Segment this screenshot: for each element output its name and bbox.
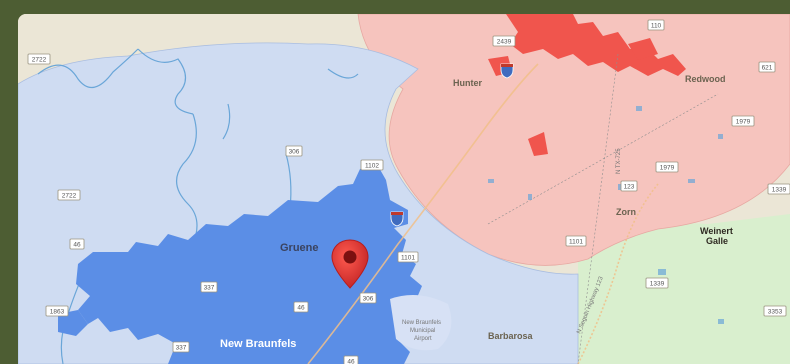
county-lines xyxy=(487,53,719,364)
svg-text:621: 621 xyxy=(762,65,773,72)
road-1101-a: 1101 xyxy=(397,251,419,263)
road-1979-a: 1979 xyxy=(731,115,755,127)
svg-text:110: 110 xyxy=(651,23,662,30)
road-306: 306 xyxy=(285,145,303,157)
label-new-braunfels: New Braunfels xyxy=(220,338,296,350)
road-46-c: 46 xyxy=(343,355,359,364)
label-weinert: Weinert xyxy=(700,226,733,236)
label-redwood: Redwood xyxy=(685,74,726,84)
road-46-b: 46 xyxy=(293,301,309,313)
svg-text:1979: 1979 xyxy=(736,119,751,126)
road-123: 123 xyxy=(620,180,638,192)
svg-text:1102: 1102 xyxy=(365,163,379,170)
svg-text:1979: 1979 xyxy=(660,165,675,172)
label-zorn: Zorn xyxy=(616,207,636,217)
road-1101-b: 1101 xyxy=(565,235,587,247)
map-svg[interactable]: Hunter Redwood Zorn Weinert Galle Gruene… xyxy=(18,14,790,364)
label-airport-1: New Braunfels xyxy=(402,320,441,326)
road-1339-a: 1339 xyxy=(767,183,790,195)
label-barbarosa: Barbarosa xyxy=(488,331,534,341)
interstate-shield-icon xyxy=(390,211,404,227)
svg-text:337: 337 xyxy=(204,285,215,292)
airport-area xyxy=(390,295,452,351)
map-pin-icon[interactable] xyxy=(330,238,370,290)
svg-text:1863: 1863 xyxy=(50,309,65,316)
road-110: 110 xyxy=(647,19,665,31)
road-1339-b: 1339 xyxy=(645,277,669,289)
svg-text:306: 306 xyxy=(363,296,374,303)
road-tx725: N TX-725 xyxy=(616,148,622,174)
svg-text:337: 337 xyxy=(176,345,187,352)
label-airport-3: Airport xyxy=(414,336,432,342)
city-blue xyxy=(58,166,428,364)
label-hunter: Hunter xyxy=(453,78,482,88)
road-2439: 2439 xyxy=(492,35,516,47)
highways xyxy=(307,63,659,364)
ponds xyxy=(488,106,724,324)
road-1979-b: 1979 xyxy=(655,161,679,173)
road-2722-top: 2722 xyxy=(27,53,51,65)
svg-text:3353: 3353 xyxy=(768,309,783,316)
zone-green xyxy=(578,214,790,364)
svg-text:46: 46 xyxy=(297,305,305,312)
svg-text:2722: 2722 xyxy=(62,193,77,200)
road-337: 337 xyxy=(200,281,218,293)
svg-text:1339: 1339 xyxy=(772,187,787,194)
map-canvas[interactable]: Hunter Redwood Zorn Weinert Galle Gruene… xyxy=(18,14,790,364)
road-3353: 3353 xyxy=(763,305,787,317)
svg-text:2722: 2722 xyxy=(32,57,47,64)
label-airport-2: Municipal xyxy=(410,328,435,334)
svg-text:46: 46 xyxy=(347,359,355,364)
svg-text:1339: 1339 xyxy=(650,281,665,288)
label-gruene: Gruene xyxy=(280,242,319,254)
svg-text:1101: 1101 xyxy=(401,255,415,262)
road-46-a: 46 xyxy=(69,238,85,250)
interstate-shield-icon xyxy=(500,63,514,79)
road-1102: 1102 xyxy=(360,159,384,171)
road-2722: 2722 xyxy=(57,189,81,201)
svg-text:306: 306 xyxy=(289,149,300,156)
road-1863: 1863 xyxy=(45,305,69,317)
svg-text:46: 46 xyxy=(73,242,81,249)
road-621: 621 xyxy=(758,61,776,73)
label-galle: Galle xyxy=(706,236,728,246)
svg-text:123: 123 xyxy=(624,184,635,191)
svg-text:2439: 2439 xyxy=(497,39,512,46)
road-337-b: 337 xyxy=(172,341,190,353)
road-306-b: 306 xyxy=(359,292,377,304)
svg-text:1101: 1101 xyxy=(569,239,583,246)
